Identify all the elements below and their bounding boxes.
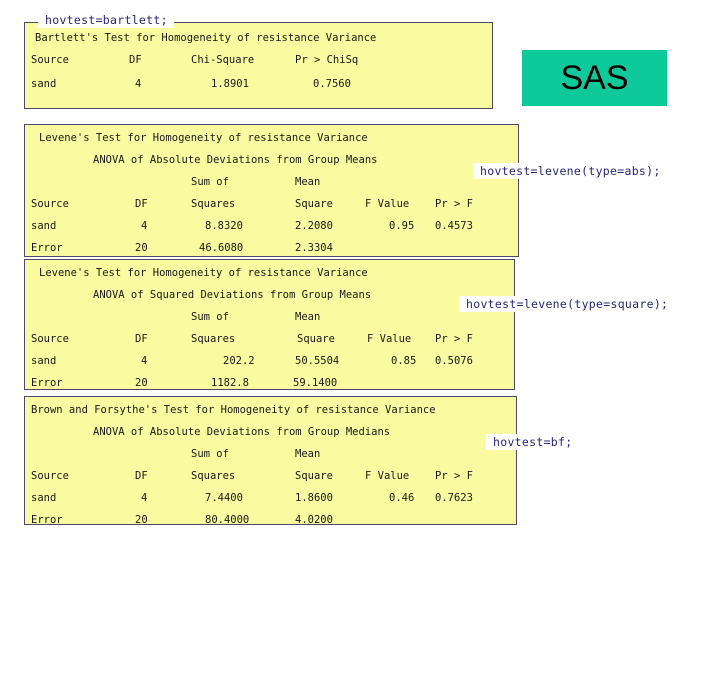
column-header-sum-of: Sum of bbox=[191, 311, 229, 323]
callout-hovtest-levene-abs: hovtest=levene(type=abs); bbox=[473, 163, 667, 179]
cell-fvalue: 0.46 bbox=[389, 492, 415, 504]
panel-subtitle: ANOVA of Absolute Deviations from Group … bbox=[93, 426, 391, 438]
table-upper-header-row: Sum of Mean bbox=[25, 443, 516, 465]
cell-df: 20 bbox=[135, 514, 148, 526]
cell-df: 4 bbox=[141, 355, 148, 367]
cell-square: 2.3304 bbox=[295, 242, 333, 254]
table-row: Error 20 80.4000 4.0200 bbox=[25, 509, 516, 531]
column-header-squares: Squares bbox=[191, 198, 236, 210]
column-header-square: Square bbox=[295, 470, 333, 482]
sas-logo-text: SAS bbox=[560, 59, 629, 97]
cell-squares: 8.8320 bbox=[205, 220, 243, 232]
panel-subtitle: ANOVA of Squared Deviations from Group M… bbox=[93, 289, 372, 301]
table-row: sand 4 202.2 50.5504 0.85 0.5076 bbox=[25, 350, 514, 372]
cell-fvalue: 0.95 bbox=[389, 220, 415, 232]
cell-df: 20 bbox=[135, 242, 148, 254]
cell-source: Error bbox=[31, 514, 63, 526]
column-header-df: DF bbox=[129, 54, 142, 66]
cell-stat: 1.8901 bbox=[211, 78, 249, 90]
panel-title: Levene's Test for Homogeneity of resista… bbox=[39, 267, 368, 279]
cell-squares: 1182.8 bbox=[211, 377, 249, 389]
column-header-square: Square bbox=[297, 333, 335, 345]
column-header-source: Source bbox=[31, 470, 69, 482]
callout-hovtest-bf: hovtest=bf; bbox=[486, 434, 579, 450]
column-header-df: DF bbox=[135, 470, 148, 482]
column-header-pvalue: Pr > F bbox=[435, 470, 473, 482]
cell-df: 4 bbox=[135, 78, 142, 90]
column-header-mean: Mean bbox=[295, 311, 321, 323]
cell-square: 1.8600 bbox=[295, 492, 333, 504]
column-header-fvalue: F Value bbox=[367, 333, 412, 345]
table-header-row: Source DF Squares Square F Value Pr > F bbox=[25, 465, 516, 487]
cell-squares: 7.4400 bbox=[205, 492, 243, 504]
column-header-source: Source bbox=[31, 54, 69, 66]
table-upper-header-row: Sum of Mean bbox=[25, 306, 514, 328]
cell-squares: 80.4000 bbox=[205, 514, 250, 526]
column-header-fvalue: F Value bbox=[365, 470, 410, 482]
cell-df: 4 bbox=[141, 492, 148, 504]
column-header-source: Source bbox=[31, 333, 69, 345]
cell-squares: 202.2 bbox=[223, 355, 255, 367]
callout-hovtest-bartlett: hovtest=bartlett; bbox=[38, 12, 174, 28]
cell-pvalue: 0.5076 bbox=[435, 355, 473, 367]
cell-square: 50.5504 bbox=[295, 355, 340, 367]
column-header-squares: Squares bbox=[191, 333, 236, 345]
column-header-source: Source bbox=[31, 198, 69, 210]
panel-subtitle: ANOVA of Absolute Deviations from Group … bbox=[93, 154, 378, 166]
cell-source: sand bbox=[31, 355, 57, 367]
column-header-pvalue: Pr > F bbox=[435, 333, 473, 345]
column-header-df: DF bbox=[135, 333, 148, 345]
output-panel-levene-square: Levene's Test for Homogeneity of resista… bbox=[24, 259, 515, 390]
sas-logo: SAS bbox=[522, 50, 667, 106]
panel-title: Bartlett's Test for Homogeneity of resis… bbox=[35, 32, 377, 44]
cell-df: 20 bbox=[135, 377, 148, 389]
column-header-mean: Mean bbox=[295, 448, 321, 460]
table-header-row: Source DF Squares Square F Value Pr > F bbox=[25, 193, 518, 215]
table-row: sand 4 1.8901 0.7560 bbox=[25, 73, 492, 95]
cell-pvalue: 0.4573 bbox=[435, 220, 473, 232]
table-row: sand 4 7.4400 1.8600 0.46 0.7623 bbox=[25, 487, 516, 509]
cell-source: Error bbox=[31, 242, 63, 254]
cell-source: sand bbox=[31, 78, 57, 90]
cell-source: Error bbox=[31, 377, 63, 389]
table-row: Error 20 1182.8 59.1400 bbox=[25, 372, 514, 394]
column-header-fvalue: F Value bbox=[365, 198, 410, 210]
table-header-row: Source DF Chi-Square Pr > ChiSq bbox=[25, 49, 492, 71]
output-panel-levene-abs: Levene's Test for Homogeneity of resista… bbox=[24, 124, 519, 257]
column-header-pvalue: Pr > F bbox=[435, 198, 473, 210]
table-row: Error 20 46.6080 2.3304 bbox=[25, 237, 518, 259]
column-header-squares: Squares bbox=[191, 470, 236, 482]
output-panel-brown-forsythe: Brown and Forsythe's Test for Homogeneit… bbox=[24, 396, 517, 526]
callout-hovtest-levene-square: hovtest=levene(type=square); bbox=[459, 296, 675, 312]
panel-title: Levene's Test for Homogeneity of resista… bbox=[39, 132, 368, 144]
column-header-sum-of: Sum of bbox=[191, 448, 229, 460]
column-header-stat: Chi-Square bbox=[191, 54, 255, 66]
column-header-square: Square bbox=[295, 198, 333, 210]
cell-source: sand bbox=[31, 220, 57, 232]
column-header-mean: Mean bbox=[295, 176, 321, 188]
column-header-pvalue: Pr > ChiSq bbox=[295, 54, 359, 66]
cell-df: 4 bbox=[141, 220, 148, 232]
cell-fvalue: 0.85 bbox=[391, 355, 417, 367]
cell-square: 59.1400 bbox=[293, 377, 338, 389]
column-header-df: DF bbox=[135, 198, 148, 210]
output-panel-bartlett: Bartlett's Test for Homogeneity of resis… bbox=[24, 22, 493, 109]
table-upper-header-row: Sum of Mean bbox=[25, 171, 518, 193]
column-header-sum-of: Sum of bbox=[191, 176, 229, 188]
cell-pvalue: 0.7623 bbox=[435, 492, 473, 504]
cell-squares: 46.6080 bbox=[199, 242, 244, 254]
cell-square: 4.0200 bbox=[295, 514, 333, 526]
panel-title: Brown and Forsythe's Test for Homogeneit… bbox=[31, 404, 436, 416]
table-row: sand 4 8.8320 2.2080 0.95 0.4573 bbox=[25, 215, 518, 237]
cell-pvalue: 0.7560 bbox=[313, 78, 351, 90]
cell-square: 2.2080 bbox=[295, 220, 333, 232]
cell-source: sand bbox=[31, 492, 57, 504]
table-header-row: Source DF Squares Square F Value Pr > F bbox=[25, 328, 514, 350]
